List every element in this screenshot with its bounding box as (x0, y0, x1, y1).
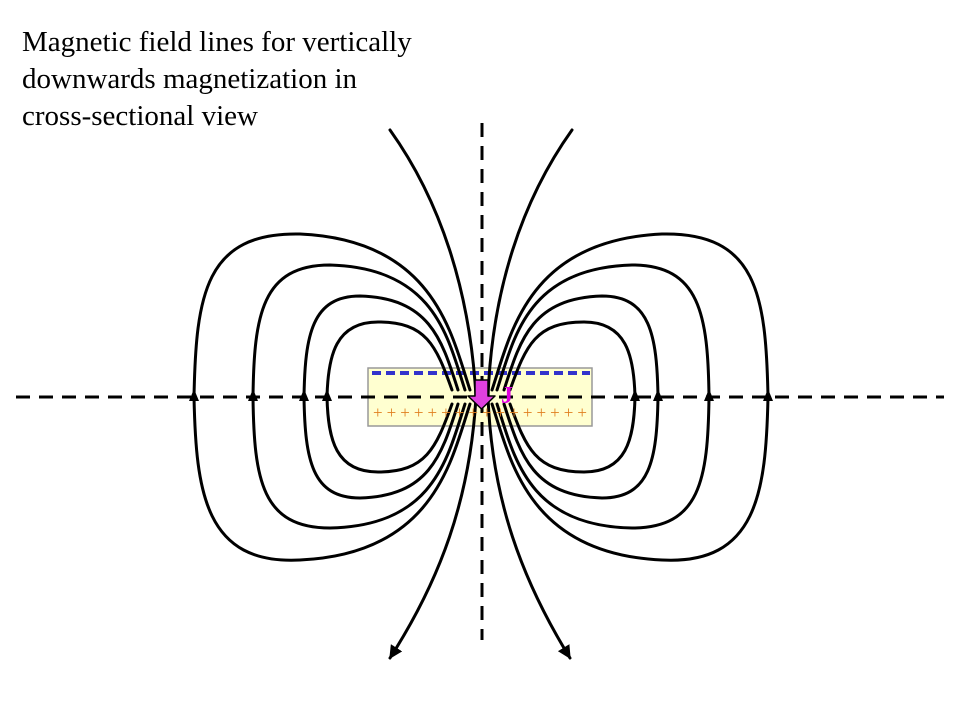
title-line-1: Magnetic field lines for vertically (22, 26, 412, 58)
diagram-title: Magnetic field lines for vertically down… (22, 24, 492, 135)
arrow-up-icon (653, 389, 663, 401)
title-line-2: downwards magnetization in (22, 63, 358, 95)
magnetization-label: J (501, 383, 513, 409)
arrow-up-icon (763, 389, 773, 401)
arrow-up-icon (299, 389, 309, 401)
arrow-up-icon (630, 389, 640, 401)
arrow-up-icon (704, 389, 714, 401)
title-line-3: cross-sectional view (22, 100, 258, 132)
arrow-up-icon (322, 389, 332, 401)
arrow-up-icon (189, 389, 199, 401)
arrowheads-up (189, 389, 773, 401)
magnetization-arrow-icon (467, 379, 496, 410)
arrow-up-icon (248, 389, 258, 401)
